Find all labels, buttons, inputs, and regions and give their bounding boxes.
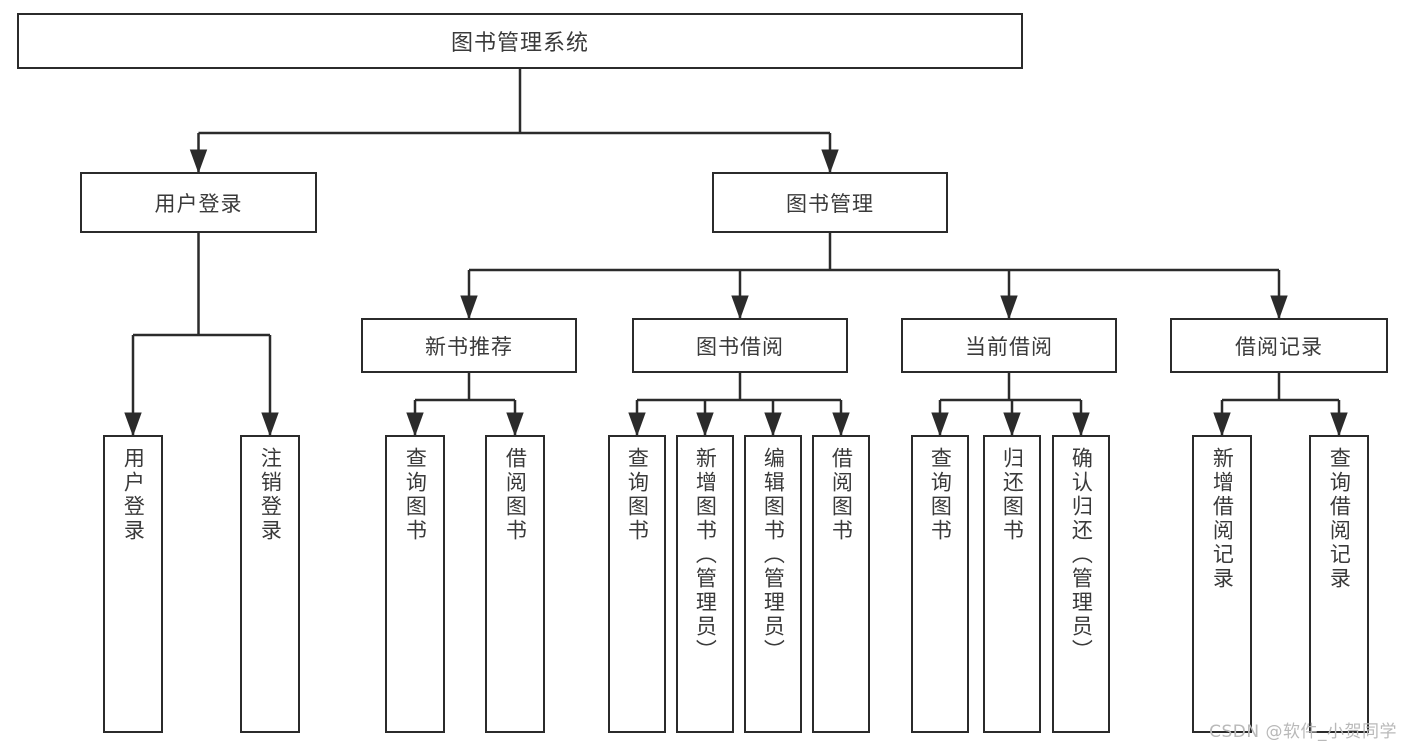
node-label-leaf-borrow-book-2: 借阅图书 [829,447,854,543]
edge-arrowhead [931,412,949,437]
node-label-leaf-add-record: 新增借阅记录 [1210,447,1235,591]
node-label-leaf-query-book-3: 查询图书 [928,447,953,543]
edge-arrowhead [124,412,142,437]
node-leaf-borrow-book-1[interactable]: 借阅图书 [485,435,545,733]
edge-arrowhead [1003,412,1021,437]
node-leaf-borrow-book-2[interactable]: 借阅图书 [812,435,870,733]
edge-arrowhead [1072,412,1090,437]
node-leaf-add-book[interactable]: 新增图书（管理员） [676,435,734,733]
node-user-login[interactable]: 用户登录 [80,172,317,233]
node-label-leaf-add-book: 新增图书（管理员） [693,447,718,663]
node-label-book-manage: 图书管理 [786,191,874,216]
edge-arrowhead [261,412,279,437]
node-label-leaf-logout-login: 注销登录 [258,447,283,543]
node-label-leaf-query-record: 查询借阅记录 [1327,447,1352,591]
node-leaf-return-book[interactable]: 归还图书 [983,435,1041,733]
node-leaf-logout-login[interactable]: 注销登录 [240,435,300,733]
node-label-book-borrow: 图书借阅 [696,334,784,359]
node-label-leaf-query-book-1: 查询图书 [403,447,428,543]
edge-arrowhead [460,295,478,320]
edge-arrowhead [189,149,208,174]
edge-arrowhead [1330,412,1348,437]
node-label-new-book-rec: 新书推荐 [425,334,513,359]
node-label-leaf-borrow-book-1: 借阅图书 [503,447,528,543]
node-new-book-rec[interactable]: 新书推荐 [361,318,577,373]
edge-arrowhead [1270,295,1288,320]
node-label-leaf-query-book-2: 查询图书 [625,447,650,543]
node-leaf-query-record[interactable]: 查询借阅记录 [1309,435,1369,733]
edge-arrowhead [406,412,424,437]
node-leaf-add-record[interactable]: 新增借阅记录 [1192,435,1252,733]
edge-arrowhead [764,412,782,437]
node-root[interactable]: 图书管理系统 [17,13,1023,69]
node-label-root: 图书管理系统 [450,31,589,56]
node-leaf-user-login[interactable]: 用户登录 [103,435,163,733]
node-current-borrow[interactable]: 当前借阅 [901,318,1117,373]
edge-arrowhead [696,412,714,437]
edge-arrowhead [628,412,646,437]
node-leaf-edit-book[interactable]: 编辑图书（管理员） [744,435,802,733]
node-label-user-login: 用户登录 [154,191,243,216]
edge-arrowhead [821,149,839,174]
node-label-leaf-edit-book: 编辑图书（管理员） [761,447,786,663]
edge-arrowhead [506,412,524,437]
node-leaf-confirm-return[interactable]: 确认归还（管理员） [1052,435,1110,733]
node-book-manage[interactable]: 图书管理 [712,172,948,233]
node-borrow-record[interactable]: 借阅记录 [1170,318,1388,373]
node-label-current-borrow: 当前借阅 [965,334,1053,359]
node-label-leaf-user-login: 用户登录 [121,447,146,543]
node-leaf-query-book-2[interactable]: 查询图书 [608,435,666,733]
edge-arrowhead [832,412,850,437]
edge-arrowhead [1213,412,1231,437]
node-leaf-query-book-1[interactable]: 查询图书 [385,435,445,733]
watermark-text: CSDN @软件_小贺同学 [1209,722,1397,742]
node-label-borrow-record: 借阅记录 [1235,334,1323,359]
edge-arrowhead [1000,295,1018,320]
node-book-borrow[interactable]: 图书借阅 [632,318,848,373]
node-label-leaf-confirm-return: 确认归还（管理员） [1069,447,1094,663]
node-leaf-query-book-3[interactable]: 查询图书 [911,435,969,733]
edge-arrowhead [731,295,749,320]
node-label-leaf-return-book: 归还图书 [1000,447,1025,543]
